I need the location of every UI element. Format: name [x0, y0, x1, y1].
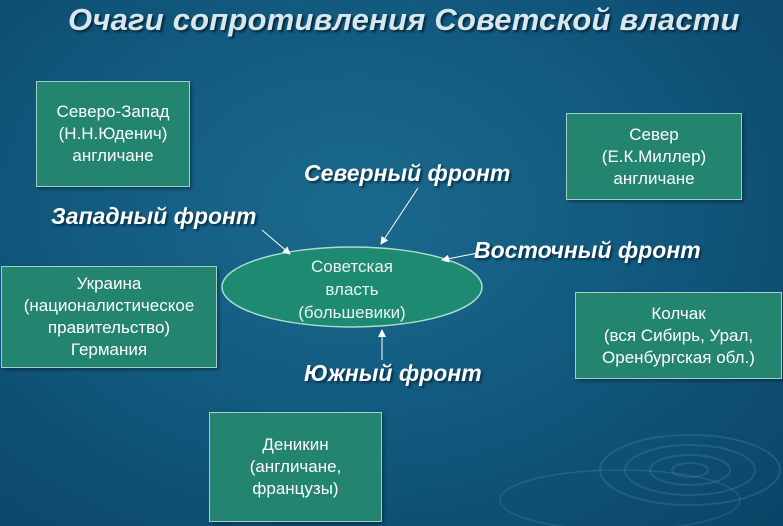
front-south-label: Южный фронт: [304, 360, 482, 386]
page-title: Очаги сопротивления Советской власти: [68, 2, 740, 37]
center-line-2: власть: [325, 280, 379, 299]
box-ukraine: Украина (националистическое правительств…: [1, 266, 217, 368]
front-north-label: Северный фронт: [304, 160, 511, 186]
box-kolchak-line-1: Колчак: [651, 303, 706, 323]
arrow-west: [261, 229, 291, 255]
box-northwest-line-3: англичане: [72, 146, 154, 165]
box-northwest: Северо-Запад (Н.Н.Юденич) англичане: [36, 81, 190, 187]
box-north-line-1: Север: [629, 124, 679, 144]
arrow-north: [380, 187, 419, 245]
center-line-1: Советская: [310, 257, 394, 276]
box-northwest-line-1: Северо-Запад: [56, 102, 170, 121]
box-north: Север (Е.К.Миллер) англичане: [566, 113, 742, 200]
box-denikin-line-3: французы): [252, 479, 339, 498]
box-kolchak-line-3: Оренбургская обл.): [602, 347, 755, 367]
box-ukraine-line-1: Украина: [76, 274, 142, 293]
box-denikin-line-2: (англичане,: [249, 457, 342, 476]
box-north-line-2: (Е.К.Миллер): [601, 146, 707, 166]
box-north-line-3: англичане: [613, 168, 695, 188]
box-ukraine-line-2: (националистическое: [23, 296, 195, 315]
box-ukraine-line-4: Германия: [70, 340, 148, 359]
box-kolchak: Колчак (вся Сибирь, Урал, Оренбургская о…: [575, 292, 782, 379]
box-kolchak-line-2: (вся Сибирь, Урал,: [603, 325, 754, 345]
front-west-label: Западный фронт: [51, 203, 257, 229]
box-denikin-line-1: Деникин: [262, 435, 329, 454]
arrow-east: [441, 252, 479, 263]
box-northwest-line-2: (Н.Н.Юденич): [58, 124, 168, 143]
front-east-label: Восточный фронт: [474, 237, 701, 263]
center-line-3: (большевики): [298, 303, 406, 322]
center-label: Советская власть (большевики): [262, 255, 442, 324]
box-ukraine-line-3: правительство): [47, 318, 171, 337]
box-denikin: Деникин (англичане, французы): [209, 412, 382, 522]
center-ellipse: [221, 246, 483, 328]
